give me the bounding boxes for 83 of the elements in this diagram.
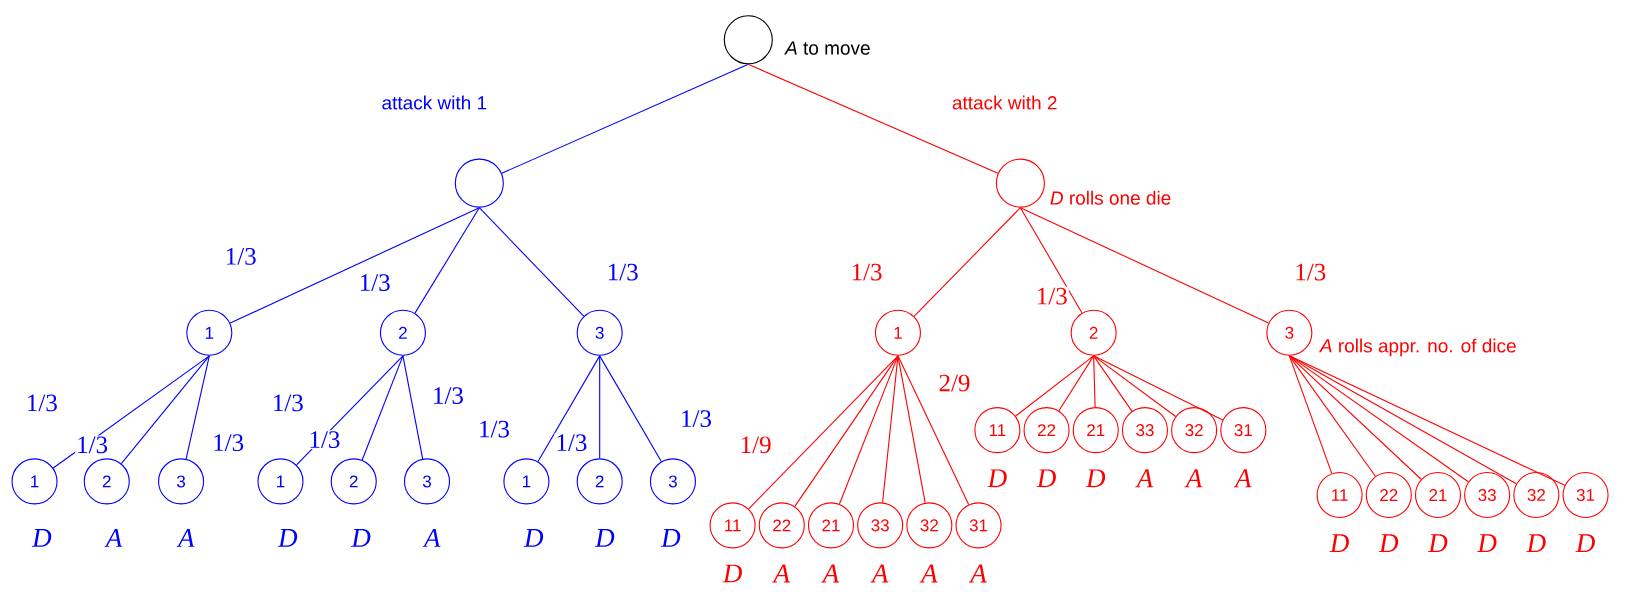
tree-branch bbox=[1093, 355, 1177, 417]
tree-branch bbox=[1288, 355, 1333, 474]
edge-label: 1/3 bbox=[78, 436, 108, 453]
edge-label: 1/3 bbox=[1296, 263, 1326, 281]
edge-label: 1/3 bbox=[608, 263, 638, 281]
tree-branch bbox=[882, 355, 899, 503]
outcome-letter: D bbox=[987, 469, 1007, 487]
outcome-letter: D bbox=[1378, 534, 1399, 552]
edge-label: 1/3 bbox=[1038, 287, 1067, 305]
tree-branch bbox=[501, 63, 749, 174]
tree-branch bbox=[1288, 355, 1376, 477]
tree-branch bbox=[402, 355, 424, 460]
edge-label: 1/3 bbox=[214, 434, 244, 451]
outcome-letter: A bbox=[919, 564, 938, 583]
tree-branch bbox=[897, 355, 970, 505]
outcome-letter: A bbox=[821, 564, 840, 583]
tree-branch bbox=[1093, 355, 1224, 421]
outcome-letter: A bbox=[104, 528, 123, 547]
tree-branch bbox=[1093, 355, 1133, 412]
tree-branch bbox=[537, 355, 601, 462]
edge-label: 1/3 bbox=[226, 247, 256, 265]
outcome-letter: A bbox=[870, 564, 889, 583]
outcome-letter: D bbox=[722, 564, 742, 583]
edge-label: 1/3 bbox=[557, 434, 587, 451]
tree-branch bbox=[1019, 206, 1269, 324]
empty-circle bbox=[454, 158, 504, 208]
outcome-letter: D bbox=[1575, 534, 1595, 552]
tree-branch bbox=[120, 355, 210, 464]
outcome-letter: A bbox=[176, 528, 195, 547]
outcome-letter: D bbox=[1477, 534, 1497, 552]
tree-branch bbox=[229, 206, 480, 324]
node-caption: A to move bbox=[784, 41, 870, 55]
tree-branch bbox=[478, 206, 585, 317]
node-caption: A rolls appr. no. of dice bbox=[1318, 338, 1516, 357]
tree-branch bbox=[838, 355, 899, 505]
edge-label: 1/3 bbox=[28, 394, 57, 412]
outcome-letter: D bbox=[594, 528, 615, 547]
outcome-letter: D bbox=[1526, 534, 1546, 552]
tree-branch bbox=[1093, 355, 1096, 408]
outcome-letter: A bbox=[422, 528, 441, 547]
outcome-letter: D bbox=[277, 528, 298, 547]
edge-label: 1/3 bbox=[274, 394, 303, 412]
tree-branch bbox=[414, 206, 480, 314]
outcome-letter: D bbox=[1329, 534, 1349, 552]
outcome-letter: D bbox=[523, 528, 544, 547]
outcome-letter: D bbox=[1427, 534, 1448, 552]
node-caption: D rolls one die bbox=[1050, 190, 1171, 205]
tree-branch bbox=[1019, 206, 1083, 314]
edge-label: attack with 2 bbox=[952, 95, 1057, 110]
edge-label: 1/9 bbox=[741, 436, 771, 453]
outcome-letter: A bbox=[772, 564, 791, 583]
tree-branch bbox=[361, 355, 404, 461]
tree-branch bbox=[1058, 355, 1095, 412]
tree-branch bbox=[913, 206, 1021, 317]
outcome-letter: D bbox=[1085, 469, 1106, 487]
tree-branch bbox=[794, 355, 899, 507]
edge-label: 1/3 bbox=[360, 274, 390, 291]
tree-branch bbox=[599, 355, 662, 462]
empty-circle bbox=[723, 15, 773, 65]
edge-label: 1/3 bbox=[480, 420, 509, 438]
tree-branch bbox=[1288, 355, 1422, 480]
outcome-letter: D bbox=[1036, 469, 1056, 487]
outcome-letter: D bbox=[351, 528, 371, 547]
tree-branch bbox=[1015, 355, 1095, 417]
edge-label: 2/9 bbox=[939, 374, 970, 392]
outcome-letter: A bbox=[968, 564, 987, 583]
tree-branch bbox=[748, 355, 899, 510]
edge-label: 1/3 bbox=[310, 431, 340, 448]
edge-label: 1/3 bbox=[682, 410, 711, 427]
edge-label: 1/3 bbox=[852, 263, 882, 281]
outcome-letter: D bbox=[660, 528, 681, 547]
tree-branch bbox=[747, 63, 999, 174]
outcome-letter: D bbox=[31, 528, 52, 547]
edge-label: attack with 1 bbox=[382, 95, 487, 110]
outcome-letter: A bbox=[1233, 469, 1252, 487]
edge-label: 1/3 bbox=[434, 387, 463, 404]
tree-branch bbox=[1288, 355, 1566, 486]
tree-branch bbox=[599, 355, 601, 459]
outcome-letter: A bbox=[1135, 469, 1154, 487]
empty-circle bbox=[995, 158, 1045, 208]
tree-branch bbox=[897, 355, 926, 504]
outcome-letter: A bbox=[1184, 469, 1203, 487]
tree-branch bbox=[185, 355, 210, 460]
